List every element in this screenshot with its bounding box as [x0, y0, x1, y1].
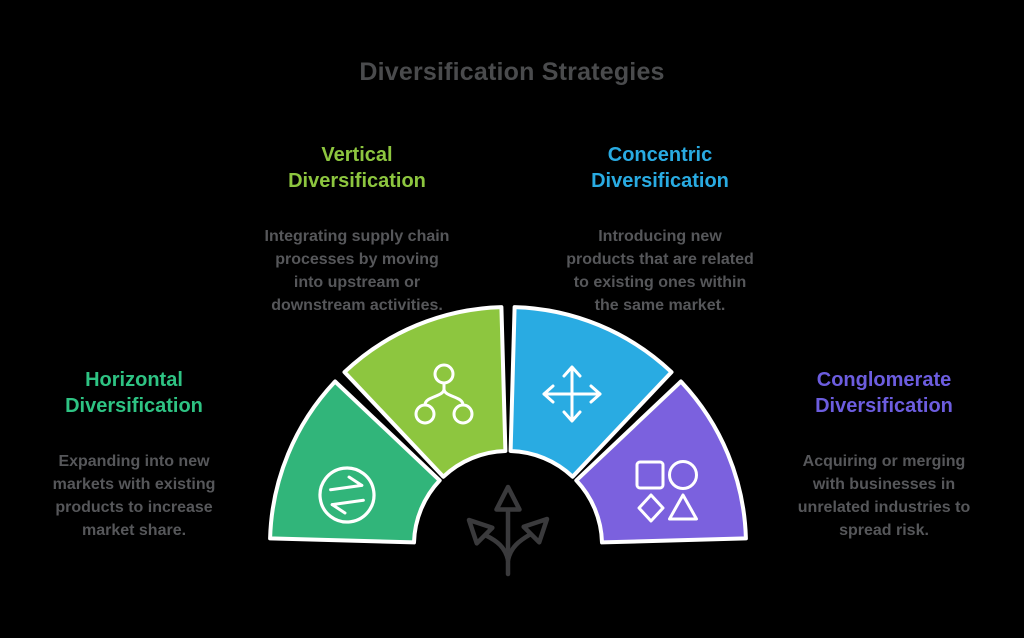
vertical-diversification-heading: Vertical Diversification — [288, 144, 426, 192]
concentric-diversification-description: Introducing new products that are relate… — [566, 228, 754, 314]
branching-arrows-icon — [466, 484, 550, 577]
conglomerate-diversification-description: Acquiring or merging with businesses in … — [797, 453, 971, 539]
wedge-concentric — [508, 305, 674, 479]
move-arrows-icon — [542, 365, 602, 423]
concentric-diversification-block: Concentric Diversification Introducing n… — [550, 124, 770, 335]
conglomerate-diversification-heading: Conglomerate Diversification — [815, 369, 953, 417]
concentric-diversification-heading: Concentric Diversification — [591, 144, 729, 192]
wedge-horizontal — [268, 379, 442, 545]
vertical-diversification-description: Integrating supply chain processes by mo… — [264, 228, 450, 314]
horizontal-diversification-block: Horizontal Diversification Expanding int… — [29, 349, 239, 560]
four-shapes-icon — [635, 460, 698, 523]
diagram-title: Diversification Strategies — [359, 58, 665, 86]
conglomerate-diversification-block: Conglomerate Diversification Acquiring o… — [779, 349, 989, 560]
network-nodes-icon — [414, 363, 474, 425]
horizontal-diversification-description: Expanding into new markets with existing… — [52, 453, 216, 539]
horizontal-diversification-heading: Horizontal Diversification — [65, 369, 203, 417]
wedge-vertical — [342, 305, 508, 479]
vertical-diversification-block: Vertical Diversification Integrating sup… — [247, 124, 467, 335]
swap-arrows-icon — [318, 466, 376, 524]
